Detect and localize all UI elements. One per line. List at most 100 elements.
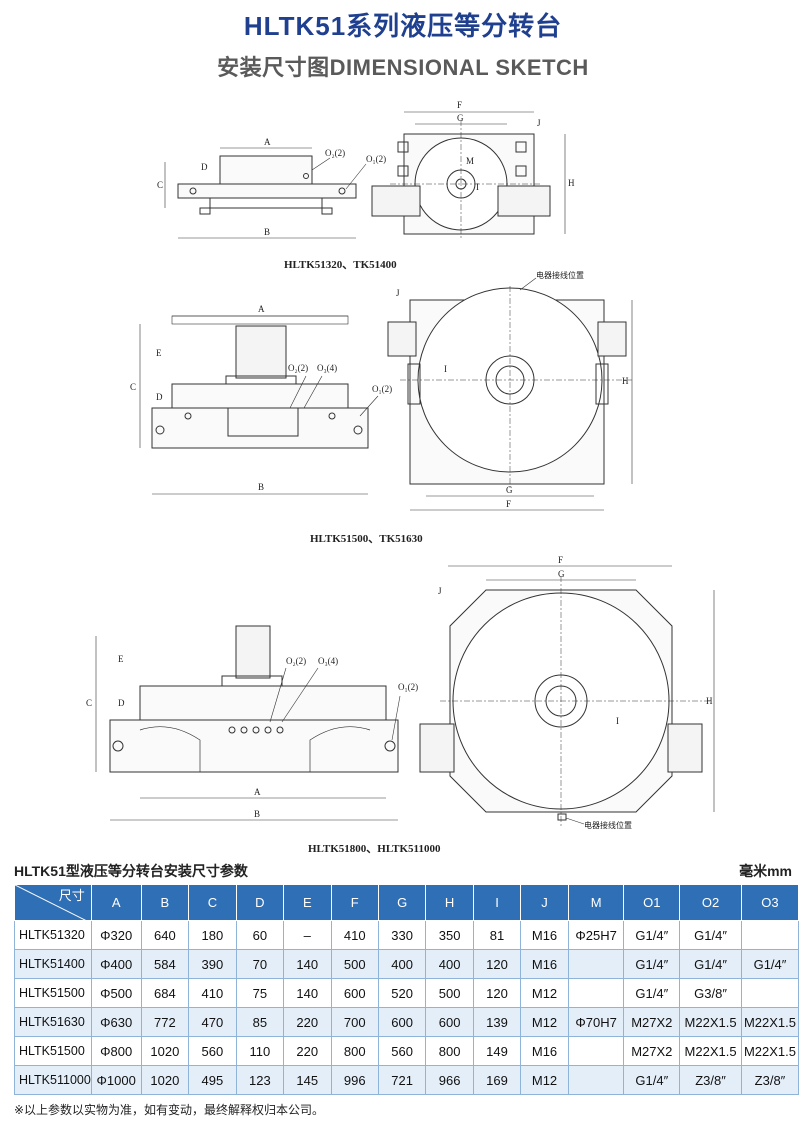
callout-2: 电器接线位置 bbox=[584, 820, 632, 830]
value-cell: 169 bbox=[472, 1065, 522, 1095]
column-header-e: E bbox=[283, 884, 332, 921]
model-cell: HLTK511000 bbox=[14, 1065, 92, 1095]
value-cell: 520 bbox=[377, 978, 427, 1008]
value-cell: 400 bbox=[425, 949, 474, 979]
page-subtitle: 安装尺寸图DIMENSIONAL SKETCH bbox=[217, 55, 589, 80]
value-cell: 410 bbox=[330, 920, 379, 950]
column-header-a: A bbox=[90, 884, 142, 921]
value-cell: 966 bbox=[425, 1065, 474, 1095]
column-header-g: G bbox=[377, 884, 427, 921]
table-title: HLTK51型液压等分转台安装尺寸参数 bbox=[14, 863, 248, 879]
value-cell: M27X2 bbox=[623, 1036, 681, 1066]
dimensional-sketch-area: A B C D O₂(2) O₁(2) F G H J M I bbox=[0, 90, 806, 855]
column-header-o2: O2 bbox=[679, 884, 742, 921]
value-cell: M22X1.5 bbox=[679, 1036, 742, 1066]
column-header-i: I bbox=[472, 884, 522, 921]
dim-2-o1: O₁(2) bbox=[372, 384, 392, 394]
value-cell: 560 bbox=[377, 1036, 427, 1066]
value-cell bbox=[567, 1036, 625, 1066]
dim-2-g: G bbox=[506, 485, 513, 495]
drawing-2-front-view bbox=[139, 315, 379, 495]
value-cell: 495 bbox=[188, 1065, 237, 1095]
dim-1-o2: O₂(2) bbox=[325, 148, 345, 158]
value-cell: G1/4″ bbox=[740, 949, 800, 979]
dim-1-d: D bbox=[201, 162, 208, 172]
value-cell: Φ800 bbox=[90, 1036, 142, 1066]
dim-1-f: F bbox=[457, 100, 462, 110]
drawing-2-top-view bbox=[387, 277, 633, 511]
dim-2-f: F bbox=[506, 499, 511, 509]
dim-2-d: D bbox=[156, 392, 163, 402]
value-cell: 85 bbox=[235, 1007, 285, 1037]
value-cell: 800 bbox=[330, 1036, 379, 1066]
value-cell: M16 bbox=[520, 920, 569, 950]
value-cell: G1/4″ bbox=[623, 1065, 681, 1095]
dim-2-h: H bbox=[622, 376, 629, 386]
value-cell: 330 bbox=[377, 920, 427, 950]
value-cell: 220 bbox=[283, 1036, 332, 1066]
table-corner-label: 尺寸 bbox=[58, 888, 85, 903]
value-cell: 60 bbox=[235, 920, 285, 950]
value-cell: 220 bbox=[283, 1007, 332, 1037]
dim-1-a: A bbox=[264, 137, 271, 147]
dim-2-j: J bbox=[396, 288, 400, 298]
dim-3-b: B bbox=[254, 809, 260, 819]
dim-1-b: B bbox=[264, 227, 270, 237]
column-header-h: H bbox=[425, 884, 474, 921]
dim-3-g: G bbox=[558, 569, 565, 579]
dim-2-o3: O₃(4) bbox=[317, 363, 337, 373]
value-cell: 772 bbox=[140, 1007, 190, 1037]
value-cell: 139 bbox=[472, 1007, 522, 1037]
value-cell: 721 bbox=[377, 1065, 427, 1095]
dim-1-c: C bbox=[157, 180, 163, 190]
column-header-o3: O3 bbox=[740, 884, 800, 921]
column-header-o1: O1 bbox=[623, 884, 681, 921]
drawing-caption-2: HLTK51500、TK51630 bbox=[310, 533, 423, 545]
value-cell: 700 bbox=[330, 1007, 379, 1037]
dim-3-i: I bbox=[616, 716, 619, 726]
dim-3-h: H bbox=[706, 696, 713, 706]
table-unit: 毫米mm bbox=[739, 863, 792, 879]
value-cell: M22X1.5 bbox=[740, 1007, 800, 1037]
value-cell: G1/4″ bbox=[623, 949, 681, 979]
value-cell: G1/4″ bbox=[679, 949, 742, 979]
value-cell: Z3/8″ bbox=[740, 1065, 800, 1095]
column-header-b: B bbox=[140, 884, 190, 921]
drawing-caption-1: HLTK51320、TK51400 bbox=[284, 259, 397, 271]
dim-3-o2: O₂(2) bbox=[286, 656, 306, 666]
dim-3-o1: O₁(2) bbox=[398, 682, 418, 692]
value-cell bbox=[567, 949, 625, 979]
value-cell: Φ500 bbox=[90, 978, 142, 1008]
value-cell: 640 bbox=[140, 920, 190, 950]
callout-1: 电器接线位置 bbox=[536, 270, 584, 280]
dim-3-d: D bbox=[118, 698, 125, 708]
value-cell: 123 bbox=[235, 1065, 285, 1095]
drawing-1-top-view bbox=[371, 111, 566, 240]
value-cell: M12 bbox=[520, 978, 569, 1008]
value-cell: Φ1000 bbox=[90, 1065, 142, 1095]
value-cell: G3/8″ bbox=[679, 978, 742, 1008]
drawing-caption-3: HLTK51800、HLTK511000 bbox=[308, 843, 441, 855]
value-cell: 81 bbox=[472, 920, 522, 950]
dim-3-e: E bbox=[118, 654, 124, 664]
value-cell: 120 bbox=[472, 949, 522, 979]
column-header-m: M bbox=[567, 884, 625, 921]
value-cell: 400 bbox=[377, 949, 427, 979]
drawing-1-front-view bbox=[164, 147, 367, 239]
value-cell: 350 bbox=[425, 920, 474, 950]
table-corner-cell: 尺寸 bbox=[14, 884, 92, 921]
value-cell: 110 bbox=[235, 1036, 285, 1066]
value-cell: 70 bbox=[235, 949, 285, 979]
value-cell: M22X1.5 bbox=[679, 1007, 742, 1037]
dim-3-a: A bbox=[254, 787, 261, 797]
footer-note: ※以上参数以实物为准，如有变动，最终解释权归本公司。 bbox=[14, 1103, 325, 1117]
value-cell: 600 bbox=[377, 1007, 427, 1037]
value-cell: M12 bbox=[520, 1007, 569, 1037]
value-cell: G1/4″ bbox=[679, 920, 742, 950]
value-cell: M16 bbox=[520, 949, 569, 979]
